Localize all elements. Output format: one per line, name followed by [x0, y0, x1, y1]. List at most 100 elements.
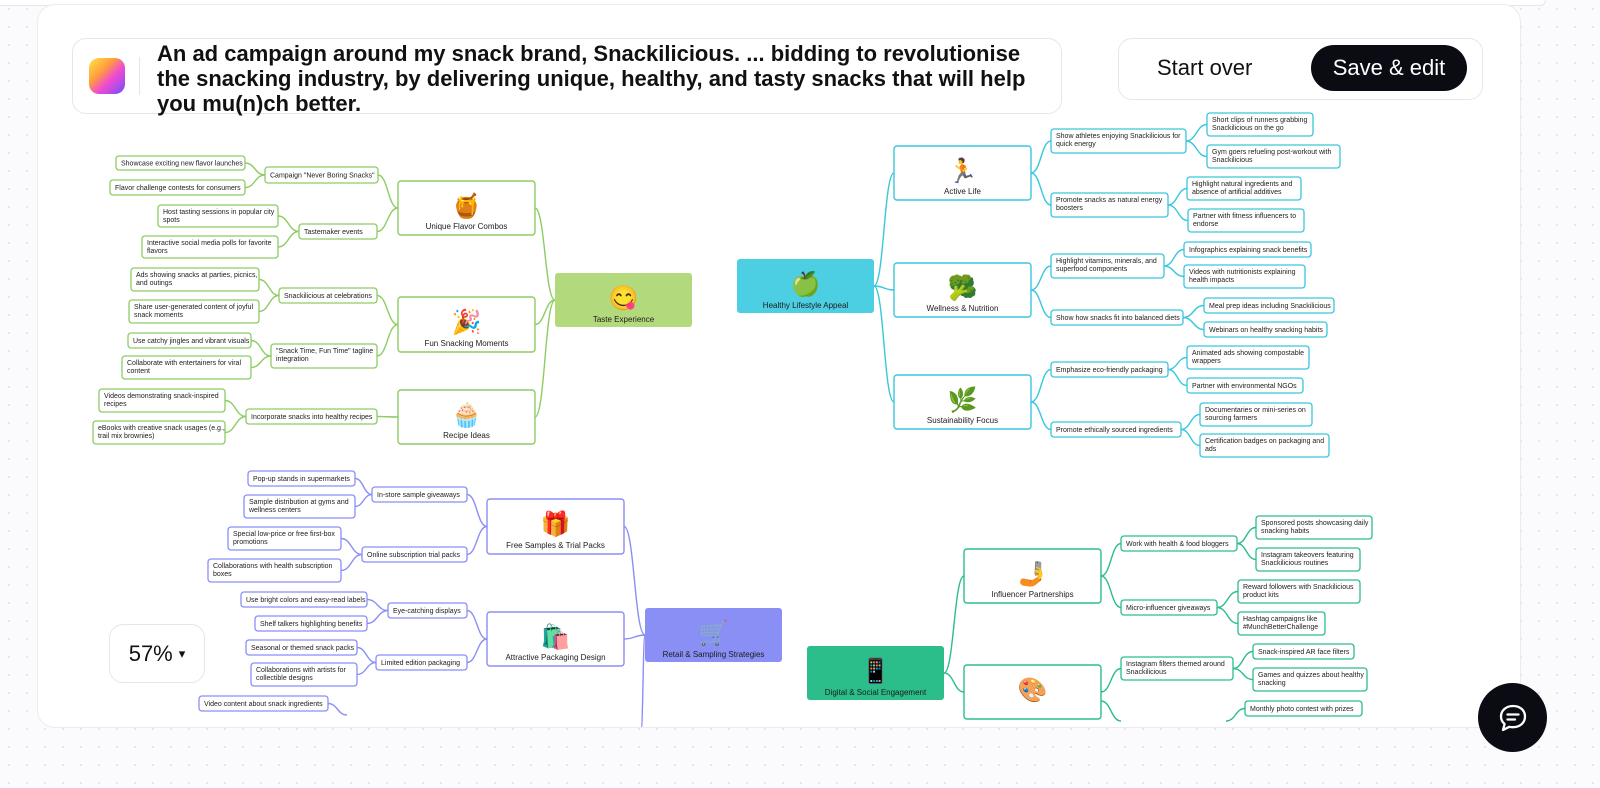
leaf-node-label: Video content about snack ingredients	[204, 701, 323, 708]
sub-node-fsm[interactable]: 🎉Fun Snacking Moments	[397, 296, 536, 353]
connector-line	[1185, 140, 1208, 158]
sub-node-box	[397, 180, 536, 236]
leaf-node-t5b[interactable]: eBooks with creative snack usages (e.g.,…	[92, 420, 226, 445]
leaf-node-box	[278, 287, 378, 304]
leaf-node-r2[interactable]: Online subscription trial packs	[361, 546, 468, 563]
leaf-node-r3b[interactable]: Shelf talkers highlighting benefits	[254, 615, 368, 632]
leaf-node-t2b[interactable]: Interactive social media polls for favor…	[141, 235, 279, 259]
leaf-node-box	[1187, 208, 1305, 233]
central-node-retail[interactable]: 🛒Retail & Sampling Strategies	[645, 608, 782, 662]
leaf-node-r3a[interactable]: Use bright colors and easy-read labels	[240, 591, 368, 608]
connector-line	[340, 537, 363, 556]
central-node-digital[interactable]: 📱Digital & Social Engagement	[807, 646, 944, 700]
leaf-node-label: Hashtag campaigns like#MunchBetterChalle…	[1243, 616, 1318, 631]
leaf-node-h6[interactable]: Promote ethically sourced ingredients	[1050, 421, 1182, 438]
leaf-node-d1[interactable]: Work with health & food bloggers	[1120, 535, 1238, 552]
leaf-node-d3a[interactable]: Snack-inspired AR face filters	[1252, 643, 1355, 660]
leaf-node-r3[interactable]: Eye-catching displays	[387, 602, 468, 619]
sub-node-ufc[interactable]: 🍯Unique Flavor Combos	[397, 180, 536, 236]
connector-line	[466, 638, 488, 664]
leaf-node-h4[interactable]: Show how snacks fit into balanced diets	[1050, 309, 1184, 326]
leaf-node-h5[interactable]: Emphasize eco-friendly packaging	[1050, 361, 1169, 378]
chat-bubble-icon[interactable]	[1478, 683, 1547, 752]
sub-node-ic[interactable]: 🎨	[963, 664, 1102, 720]
connector-line	[356, 661, 377, 676]
leaf-node-box	[1120, 599, 1218, 616]
leaf-node-h3a[interactable]: Infographics explaining snack benefits	[1183, 241, 1312, 258]
leaf-node-d2[interactable]: Micro-influencer giveaways	[1120, 599, 1218, 616]
sub-node-fstp[interactable]: 🎁Free Samples & Trial Packs	[486, 498, 625, 555]
leaf-node-r1[interactable]: In-store sample giveaways	[371, 486, 468, 503]
leaf-node-r5a[interactable]: Video content about snack ingredients	[198, 695, 329, 712]
mindmap-canvas[interactable]: 😋Taste Experience 🍏Healthy Lifestyle Appe…	[38, 5, 1520, 727]
sub-node-box	[963, 548, 1102, 604]
leaf-node-label: Show how snacks fit into balanced diets	[1056, 315, 1180, 322]
leaf-node-t2[interactable]: Tastemaker events	[298, 223, 378, 240]
leaf-node-label: Flavor challenge contests for consumers	[115, 185, 241, 192]
connector-line	[1030, 265, 1052, 291]
leaf-node-t4a[interactable]: Use catchy jingles and vibrant visuals	[127, 332, 252, 349]
leaf-node-r4[interactable]: Limited edition packaging	[375, 654, 468, 671]
zoom-dropdown[interactable]: 57% ▾	[109, 624, 205, 683]
leaf-node-d4a[interactable]: Monthly photo contest with prizes	[1244, 700, 1363, 717]
central-node-healthy[interactable]: 🍏Healthy Lifestyle Appeal	[737, 259, 874, 313]
sub-node-ip[interactable]: 🤳Influencer Partnerships	[963, 548, 1102, 604]
start-over-button[interactable]: Start over	[1139, 45, 1279, 91]
save-edit-button[interactable]: Save & edit	[1311, 45, 1467, 91]
leaf-node-box	[157, 204, 279, 228]
sub-node-ri[interactable]: 🧁Recipe Ideas	[397, 389, 536, 445]
sub-node-sf[interactable]: 🌿Sustainability Focus	[893, 374, 1032, 430]
leaf-node-t3a[interactable]: Ads showing snacks at parties, picnics,a…	[130, 267, 260, 292]
connector-line	[943, 672, 965, 693]
leaf-node-label: Eye-catching displays	[393, 608, 461, 615]
central-node-taste[interactable]: 😋Taste Experience	[555, 273, 692, 327]
leaf-node-t1b[interactable]: Flavor challenge contests for consumers	[109, 179, 246, 196]
connector-line	[943, 575, 965, 674]
connector-line	[1216, 606, 1239, 625]
sub-node-wn[interactable]: 🥦Wellness & Nutrition	[893, 262, 1032, 318]
leaf-node-r4a[interactable]: Seasonal or themed snack packs	[245, 639, 358, 656]
leaf-node-t1a[interactable]: Showcase exciting new flavor launches	[115, 155, 246, 171]
leaf-node-t3[interactable]: Snackilicious at celebrations	[278, 287, 378, 304]
sub-node-al[interactable]: 🏃Active Life	[893, 145, 1032, 201]
leaf-node-box	[1050, 253, 1165, 279]
leaf-node-h5b[interactable]: Partner with environmental NGOs	[1186, 377, 1304, 394]
connector-line	[366, 598, 389, 612]
leaf-node-t5[interactable]: Incorporate snacks into healthy recipes	[245, 408, 378, 425]
leaf-node-t1[interactable]: Campaign "Never Boring Snacks"	[264, 166, 379, 184]
leaf-node-h4a[interactable]: Meal prep ideas including Snackilicious	[1203, 297, 1335, 314]
sub-node-label: Free Samples & Trial Packs	[506, 541, 605, 550]
leaf-node-h1[interactable]: Show athletes enjoying Snackilicious for…	[1050, 128, 1187, 154]
connector-line	[224, 399, 247, 418]
sub-node-apd[interactable]: 🛍️Attractive Packaging Design	[486, 611, 625, 667]
connector-line	[250, 355, 272, 369]
leaf-node-r1a[interactable]: Pop-up stands in supermarkets	[247, 470, 356, 487]
leaf-node-d2b[interactable]: Hashtag campaigns like#MunchBetterChalle…	[1237, 611, 1326, 636]
leaf-node-h4b[interactable]: Webinars on healthy snacking habits	[1203, 321, 1328, 338]
